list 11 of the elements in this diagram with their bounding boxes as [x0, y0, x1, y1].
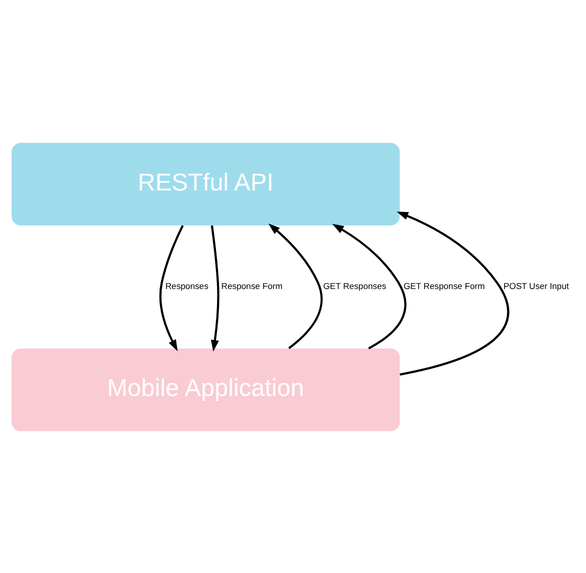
- edge-label: Response Form: [221, 280, 283, 291]
- edge-label: GET Responses: [323, 280, 386, 291]
- arrow: [268, 223, 323, 349]
- edge-label: GET Response Form: [404, 280, 485, 291]
- arrow: [210, 224, 220, 352]
- edge-label: POST User Input: [504, 280, 569, 291]
- arrow: [396, 211, 509, 376]
- arrow: [332, 223, 406, 349]
- node-box: RESTful API: [12, 142, 400, 226]
- edge-label: Responses: [165, 280, 208, 291]
- arrow: [159, 224, 184, 351]
